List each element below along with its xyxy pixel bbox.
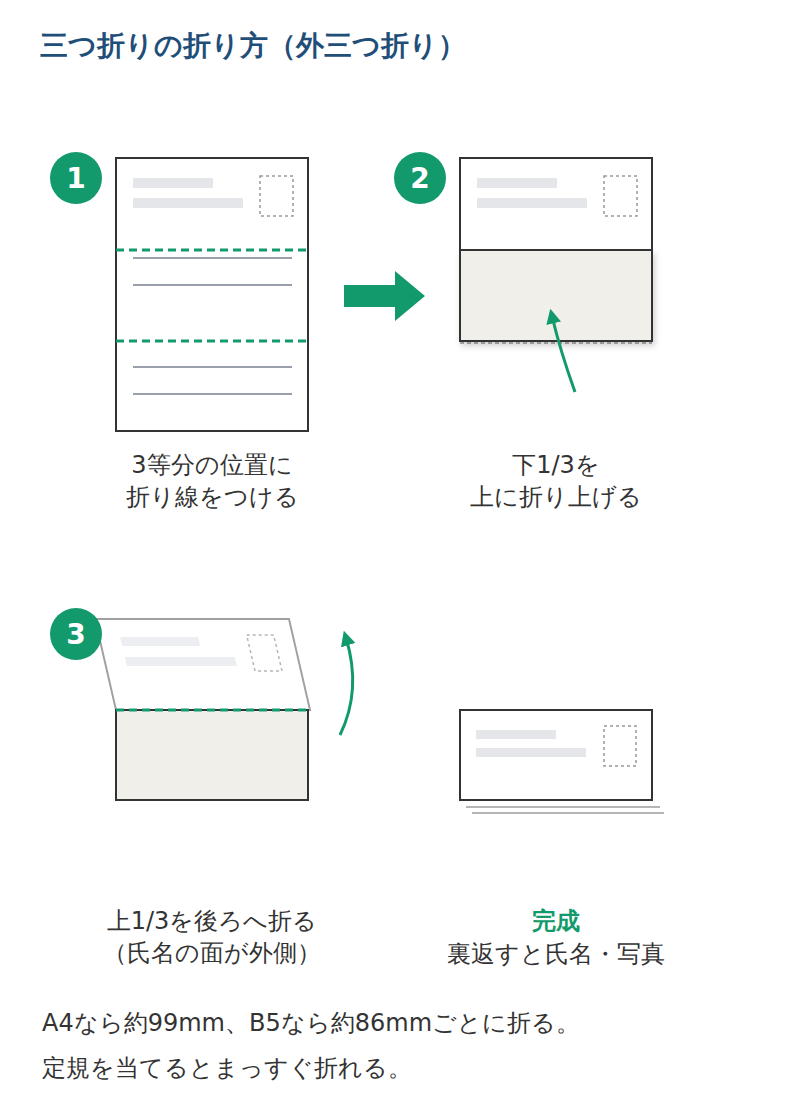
paper-sheet <box>116 158 308 431</box>
step-number: 1 <box>66 162 85 195</box>
step-caption: 3等分の位置に 折り線をつける <box>92 450 332 513</box>
step-number: 2 <box>410 162 429 195</box>
step-caption: 裏返すと氏名・写真 <box>426 939 686 971</box>
paper-sheet <box>460 710 664 813</box>
paper-sheet <box>95 619 353 800</box>
note-text: A4なら約99mm、B5なら約86mmごとに折る。 <box>42 1008 782 1040</box>
done-label: 完成 <box>431 906 681 938</box>
paper-sheet <box>460 158 652 392</box>
step-arrow <box>344 271 425 321</box>
step-caption: 上1/3を後ろへ折る （氏名の面が外側） <box>87 906 337 969</box>
step-number: 3 <box>66 618 85 651</box>
step-caption: 下1/3を 上に折り上げる <box>436 450 676 513</box>
step-number-circle: 1 <box>50 152 102 204</box>
step-number-circle: 2 <box>394 152 446 204</box>
step-number-circle: 3 <box>50 608 102 660</box>
note-text: 定規を当てるとまっすぐ折れる。 <box>42 1053 782 1085</box>
title: 三つ折りの折り方（外三つ折り） <box>40 28 466 65</box>
